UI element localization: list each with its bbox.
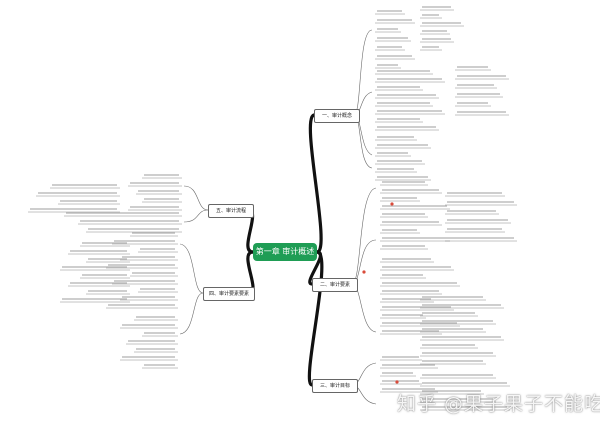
central-topic[interactable]: 第一章 审计概述	[253, 243, 317, 261]
edge-to-branch-1	[308, 113, 323, 254]
highlight-marker-1	[390, 202, 394, 206]
connector-b5-top	[183, 185, 209, 211]
connector-b5-bottom	[183, 209, 209, 223]
connector-b4-bottom	[179, 292, 204, 335]
watermark-text: 知乎 @果子果子不能吃	[397, 393, 600, 415]
highlight-marker-2	[362, 270, 366, 274]
connector-b1-top	[353, 29, 373, 116]
connector-b4-top	[179, 243, 204, 294]
branch-audit-process[interactable]: 五、审计流程	[208, 204, 254, 218]
branch-audit-elements[interactable]: 二、审计要素	[312, 278, 358, 292]
edge-to-branch-3	[307, 250, 324, 387]
branch-audit-elements-left[interactable]: 四、审计要素要素	[203, 287, 255, 301]
mindmap-leaf-nodes	[28, 6, 517, 411]
highlight-marker-0	[395, 380, 399, 384]
branch-audit-concept[interactable]: 一、审计概念	[314, 109, 360, 123]
branch-audit-objectives[interactable]: 三、审计目标	[312, 379, 358, 393]
connector-b2-top	[351, 187, 377, 285]
